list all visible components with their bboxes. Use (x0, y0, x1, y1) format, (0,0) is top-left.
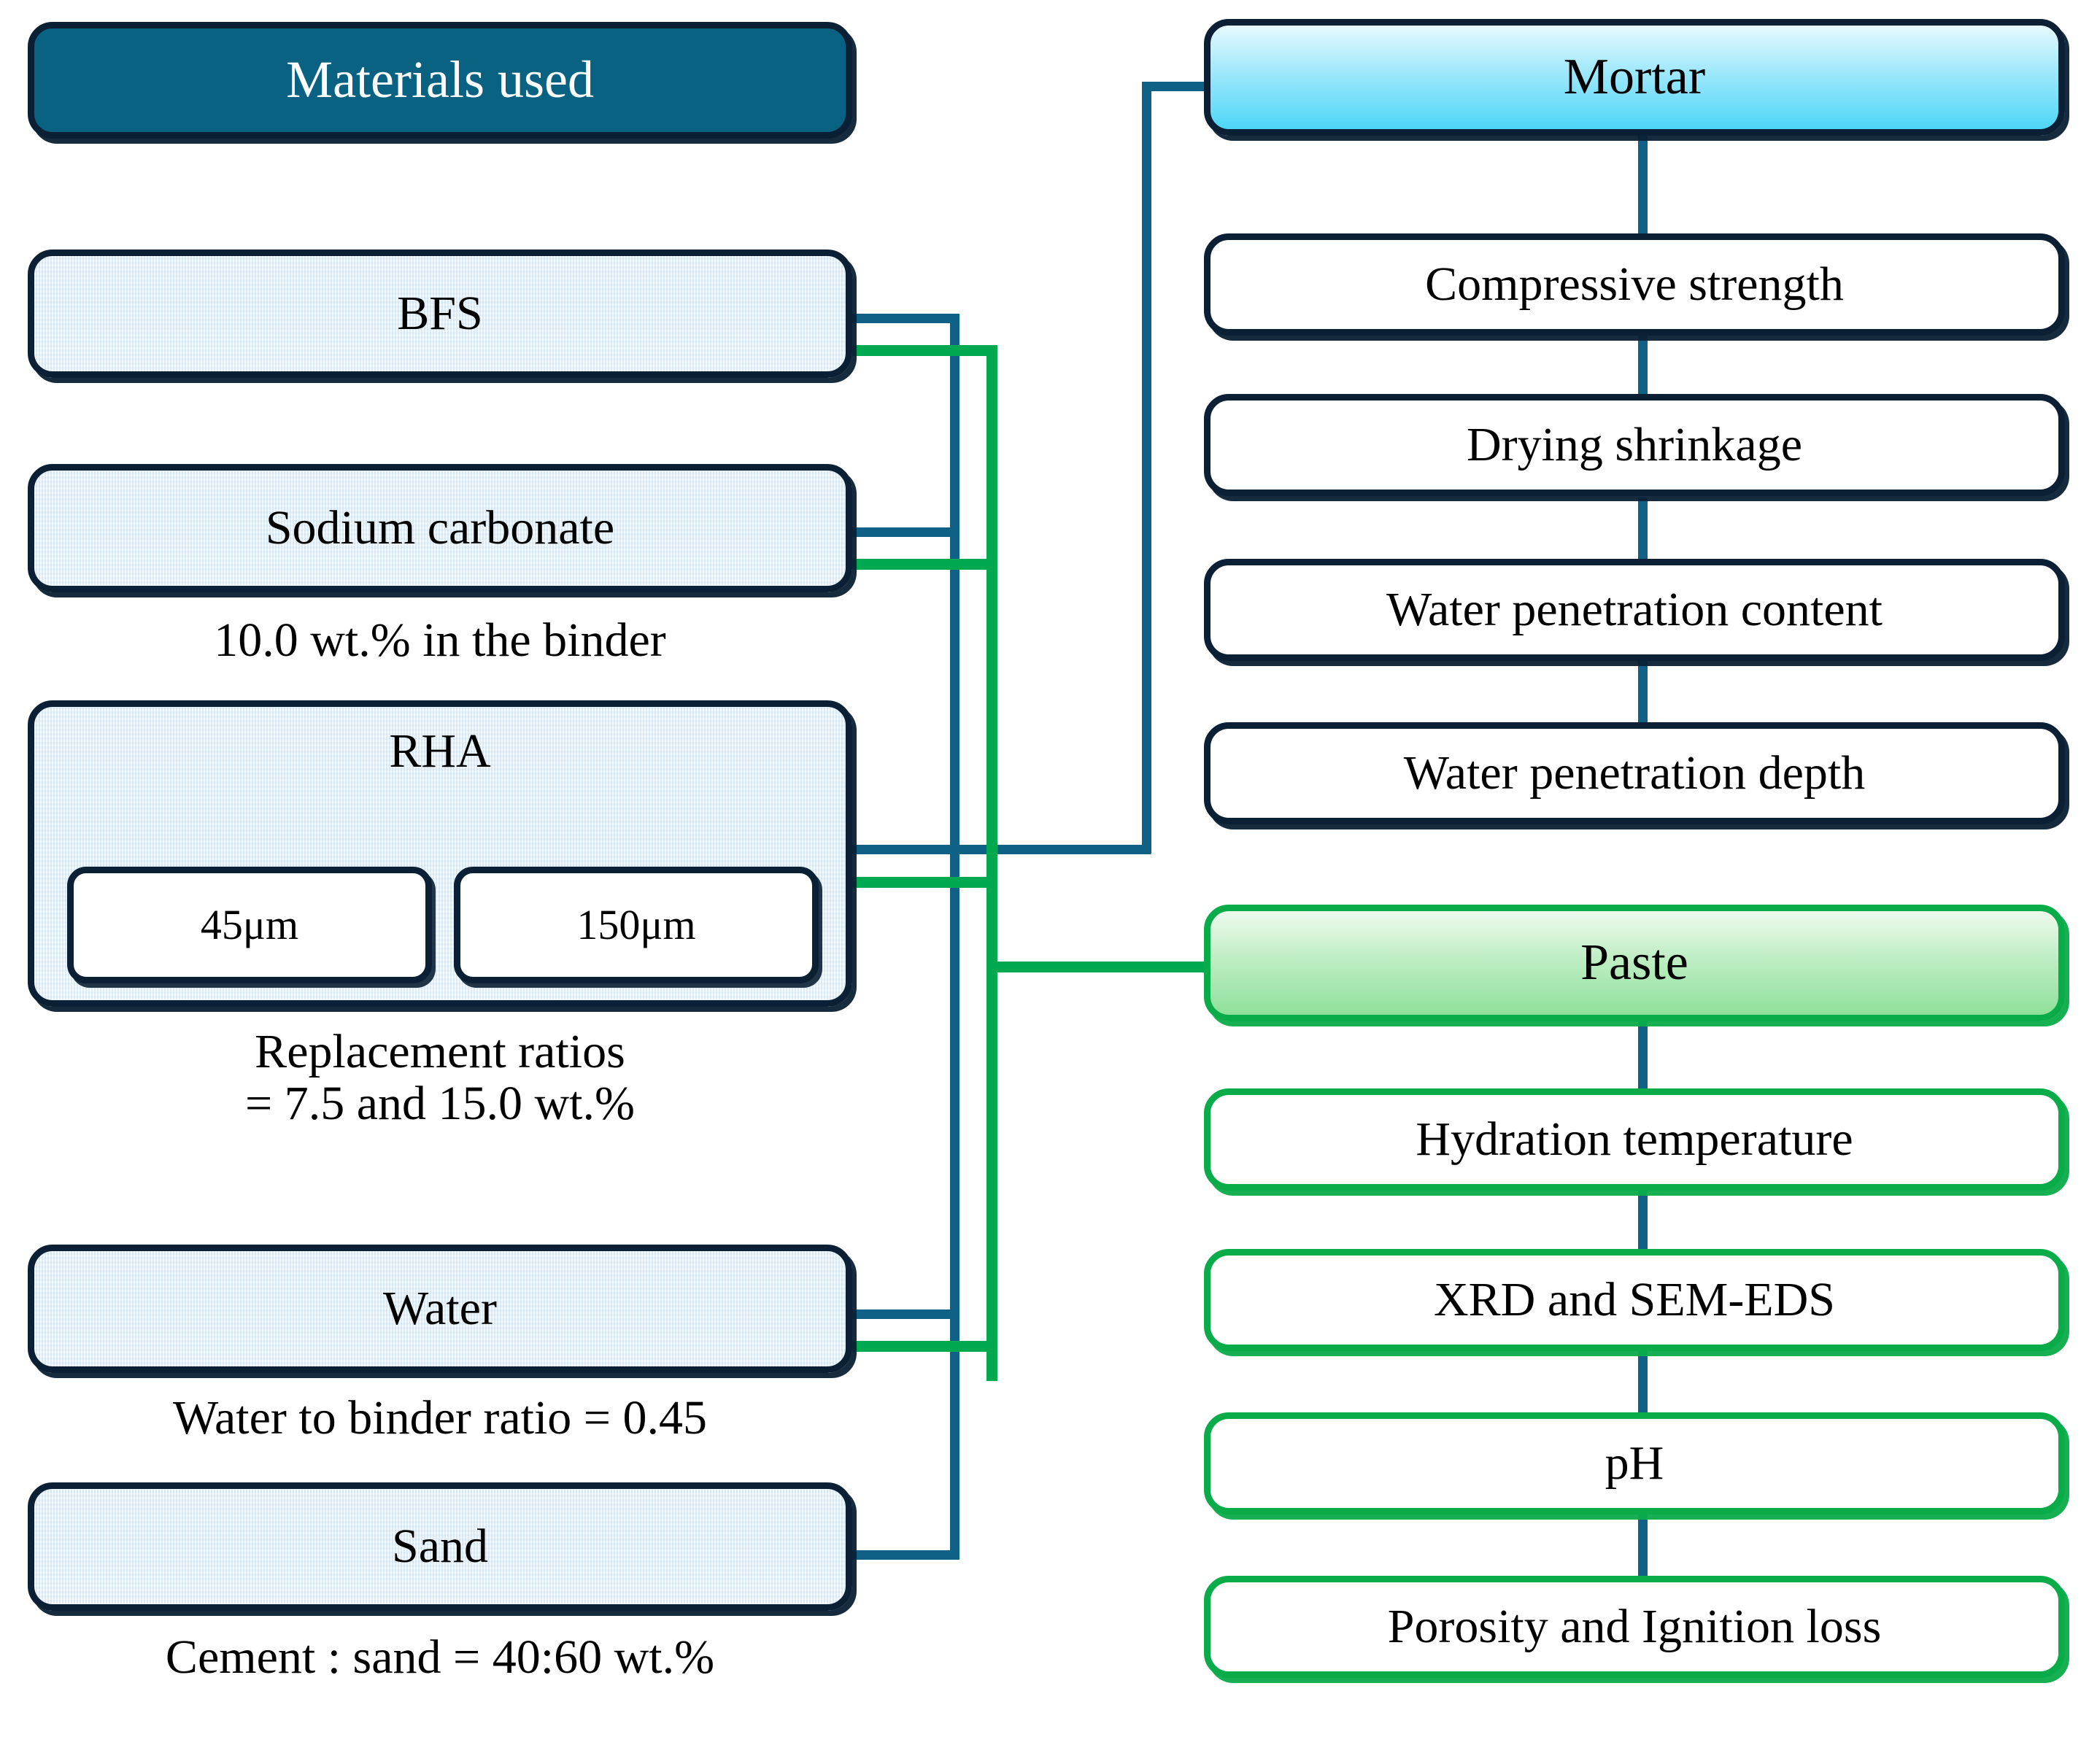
group-header-label-mortar: Mortar (1563, 49, 1706, 106)
connector-green-to-paste (986, 962, 1205, 972)
material-sublabel-rha-150um: 150μm (576, 900, 696, 948)
connector-paste-to-test1 (1638, 1021, 1648, 1094)
test-label-compressive-strength: Compressive strength (1425, 258, 1844, 312)
connector-ptest1-to-ptest2 (1638, 1188, 1648, 1253)
test-label-water-penetration-depth: Water penetration depth (1403, 746, 1866, 800)
connector-ptest2-to-ptest3 (1638, 1351, 1648, 1417)
caption-water: Water to binder ratio = 0.45 (172, 1391, 708, 1444)
connector-rha-green (850, 877, 989, 888)
group-header-label-paste: Paste (1580, 935, 1688, 991)
connector-sodium-teal (850, 527, 959, 537)
material-box-bfs[interactable]: BFS (28, 249, 852, 378)
test-label-drying-shrinkage: Drying shrinkage (1466, 418, 1803, 472)
test-box-hydration-temperature[interactable]: Hydration temperature (1204, 1088, 2065, 1191)
connector-left-trunk-teal (950, 314, 959, 1560)
connector-test2-to-test3 (1638, 498, 1648, 563)
materials-used-header: Materials used (28, 22, 852, 139)
caption-rha: Replacement ratios = 7.5 and 15.0 wt.% (245, 1025, 635, 1131)
test-box-porosity-ignition-loss[interactable]: Porosity and Ignition loss (1204, 1576, 2065, 1678)
test-label-porosity-ignition-loss: Porosity and Ignition loss (1387, 1600, 1882, 1654)
connector-sodium-green (850, 559, 989, 570)
test-box-ph[interactable]: pH (1204, 1412, 2065, 1515)
connector-water-teal (850, 1310, 959, 1319)
material-subbox-rha-45um[interactable]: 45μm (67, 867, 432, 983)
test-label-hydration-temperature: Hydration temperature (1416, 1113, 1853, 1167)
connector-sand-teal (850, 1550, 959, 1560)
materials-used-label: Materials used (286, 50, 594, 109)
connector-into-mortar (1142, 82, 1208, 91)
material-box-sodium-carbonate[interactable]: Sodium carbonate (28, 464, 852, 592)
test-label-xrd-sem-eds: XRD and SEM-EDS (1433, 1273, 1835, 1327)
test-box-water-penetration-depth[interactable]: Water penetration depth (1204, 722, 2065, 824)
material-label-sodium-carbonate: Sodium carbonate (265, 501, 615, 555)
connector-rha-teal (850, 845, 959, 854)
connector-test1-to-test2 (1638, 332, 1648, 398)
material-label-rha: RHA (389, 724, 491, 778)
test-box-compressive-strength[interactable]: Compressive strength (1204, 233, 2065, 336)
connector-green-trunk (986, 345, 997, 1381)
test-label-water-penetration-content: Water penetration content (1386, 583, 1883, 637)
material-box-water[interactable]: Water (28, 1245, 852, 1373)
connector-water-green (850, 1341, 989, 1352)
caption-sodium-carbonate: 10.0 wt.% in the binder (214, 614, 666, 667)
material-sublabel-rha-45um: 45μm (200, 900, 299, 948)
connector-ptest3-to-ptest4 (1638, 1515, 1648, 1580)
material-label-bfs: BFS (397, 287, 483, 341)
connector-bfs-teal (850, 314, 959, 323)
material-label-water: Water (383, 1282, 497, 1336)
test-box-water-penetration-content[interactable]: Water penetration content (1204, 559, 2065, 661)
group-header-mortar[interactable]: Mortar (1204, 19, 2065, 136)
connector-mortar-to-test1 (1638, 136, 1648, 238)
test-label-ph: pH (1605, 1436, 1664, 1490)
group-header-paste[interactable]: Paste (1204, 905, 2065, 1021)
test-box-drying-shrinkage[interactable]: Drying shrinkage (1204, 394, 2065, 496)
material-box-sand[interactable]: Sand (28, 1482, 852, 1611)
test-box-xrd-sem-eds[interactable]: XRD and SEM-EDS (1204, 1249, 2065, 1351)
connector-bfs-green (850, 345, 989, 356)
connector-test3-to-test4 (1638, 661, 1648, 727)
connector-mortar-riser (1142, 82, 1151, 854)
caption-sand: Cement : sand = 40:60 wt.% (165, 1630, 715, 1684)
material-label-sand: Sand (392, 1520, 488, 1574)
material-subbox-rha-150um[interactable]: 150μm (454, 867, 819, 983)
connector-rha-to-riser (950, 845, 1151, 854)
